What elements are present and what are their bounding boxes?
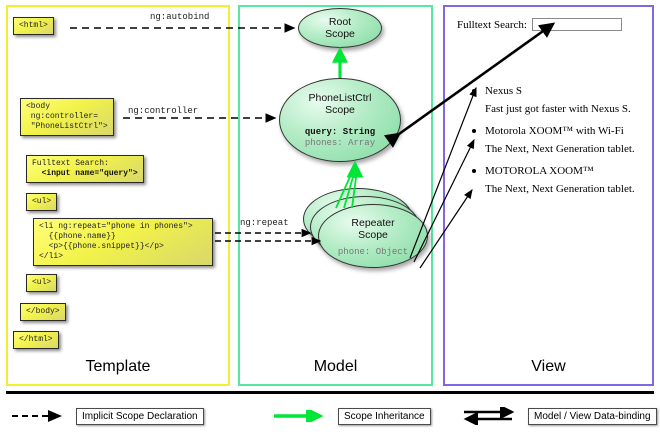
code-box-html-close: </html> [13, 331, 59, 349]
view-search-label: Fulltext Search: [457, 18, 527, 31]
list-item: MOTOROLA XOOM™ The Next, Next Generation… [471, 162, 651, 198]
edge-label-ng-repeat: ng:repeat [240, 218, 289, 228]
phonelistctrl-scope-label: PhoneListCtrl Scope [280, 92, 400, 116]
legend-item-data-binding: Model / View Data-binding [462, 406, 657, 426]
phone-name: Motorola XOOM™ with Wi-Fi [471, 122, 651, 140]
bullet-icon [472, 89, 476, 93]
repeater-scope-node: Repeater Scope phone: Object [318, 204, 428, 268]
list-item: Nexus S Fast just got faster with Nexus … [471, 82, 651, 118]
code-box-fulltext-search: Fulltext Search: <input name="query"> [26, 155, 144, 183]
phone-snippet: The Next, Next Generation tablet. [485, 183, 635, 195]
panel-template-title: Template [85, 358, 151, 375]
phone-name-text: Motorola XOOM™ with Wi-Fi [485, 125, 624, 137]
legend-divider [6, 391, 654, 394]
view-rendered-output: Fulltext Search: Nexus S Fast just got f… [449, 10, 649, 350]
edge-label-ng-controller: ng:controller [128, 106, 199, 116]
code-box-body-close: </body> [20, 303, 66, 321]
root-scope-node: Root Scope [298, 8, 382, 48]
code-search-label: Fulltext Search: [32, 159, 109, 168]
list-item: Motorola XOOM™ with Wi-Fi The Next, Next… [471, 122, 651, 158]
phone-snippet: Fast just got faster with Nexus S. [485, 103, 631, 115]
repeater-scope-label: Repeater Scope [319, 217, 427, 241]
green-arrow-icon [274, 410, 324, 422]
phonelistctrl-scope-line1: PhoneListCtrl [308, 92, 372, 104]
legend-label-scope-inheritance: Scope Inheritance [338, 407, 431, 425]
legend-item-implicit-scope: Implicit Scope Declaration [10, 406, 204, 426]
dashed-arrow-icon [12, 410, 62, 422]
phonelistctrl-scope-line2: Scope [325, 104, 355, 116]
repeater-scope-line2: Scope [358, 229, 388, 241]
bullet-icon [472, 169, 476, 173]
root-scope-label: Root Scope [299, 16, 381, 40]
legend-item-scope-inheritance: Scope Inheritance [272, 406, 431, 426]
phonelistctrl-scope-properties: query: String phones: Array [280, 127, 400, 149]
phone-name: Nexus S [471, 82, 651, 100]
view-search-input[interactable] [531, 18, 622, 31]
repeater-scope-properties: phone: Object [319, 247, 427, 258]
phone-name-text: MOTOROLA XOOM™ [485, 165, 594, 177]
legend-label-implicit-scope: Implicit Scope Declaration [76, 407, 204, 425]
scope-property-phone: phone: Object [337, 247, 409, 257]
code-search-input-tag: <input name="query"> [32, 169, 138, 178]
repeater-scope-line1: Repeater [351, 217, 395, 229]
phone-snippet: The Next, Next Generation tablet. [485, 143, 635, 155]
code-box-body-open: <body ng:controller= "PhoneListCtrl"> [20, 98, 114, 136]
code-box-li-repeat: <li ng:repeat="phone in phones"> {{phone… [33, 218, 213, 266]
edge-label-ng-autobind: ng:autobind [150, 12, 210, 22]
root-scope-line2: Scope [325, 28, 355, 40]
view-phone-list: Nexus S Fast just got faster with Nexus … [471, 82, 651, 202]
root-scope-line1: Root [328, 16, 352, 28]
code-box-html-open: <html> [13, 17, 54, 35]
phone-name-text: Nexus S [485, 85, 522, 97]
phonelistctrl-scope-node: PhoneListCtrl Scope query: String phones… [279, 78, 401, 162]
phone-name: MOTOROLA XOOM™ [471, 162, 651, 180]
panel-model-title: Model [313, 358, 358, 375]
scope-property-query: query: String [304, 127, 376, 137]
scope-property-phones: phones: Array [304, 138, 376, 148]
bullet-icon [472, 129, 476, 133]
code-box-ul-close: <ul> [26, 274, 58, 292]
code-box-ul-open: <ul> [26, 193, 58, 211]
panel-view-title: View [531, 358, 566, 375]
double-arrow-icon [463, 407, 515, 425]
legend: Implicit Scope Declaration Scope Inherit… [0, 400, 660, 435]
view-search-row: Fulltext Search: [457, 18, 622, 31]
legend-label-data-binding: Model / View Data-binding [528, 407, 657, 425]
